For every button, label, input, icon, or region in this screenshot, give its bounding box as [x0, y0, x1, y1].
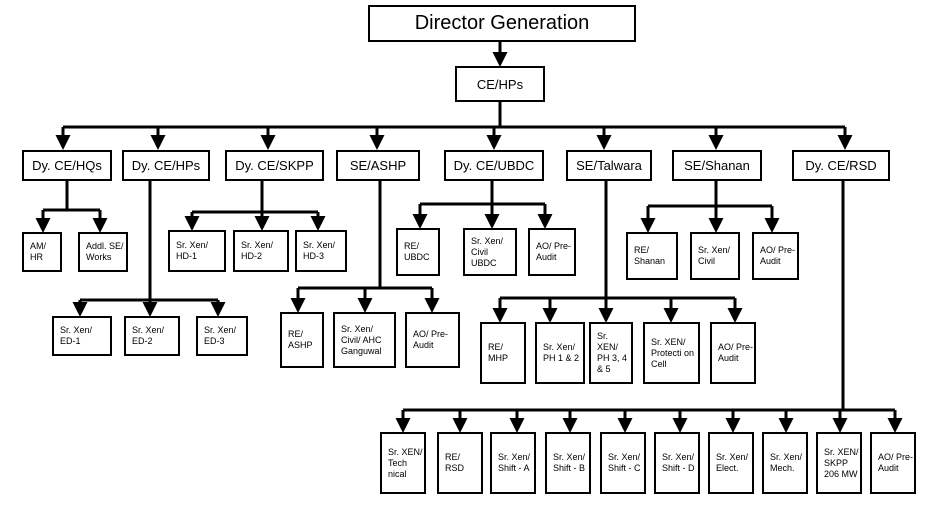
unit-sr-xen-technical: Sr. XEN/ Tech nical: [380, 432, 426, 494]
unit-am-hr: AM/ HR: [22, 232, 62, 272]
unit-re-mhp: RE/ MHP: [480, 322, 526, 384]
unit-ao-pre-audit-shanan: AO/ Pre- Audit: [752, 232, 799, 280]
unit-sr-xen-ph-1-2: Sr. Xen/ PH 1 & 2: [535, 322, 585, 384]
unit-sr-xen-hd-1: Sr. Xen/ HD-1: [168, 230, 226, 272]
division-se-talwara: SE/Talwara: [566, 150, 652, 181]
unit-sr-xen-ed-2: Sr. Xen/ ED-2: [124, 316, 180, 356]
unit-re-shanan: RE/ Shanan: [626, 232, 678, 280]
unit-ao-pre-audit-ashp: AO/ Pre- Audit: [405, 312, 460, 368]
unit-sr-xen-ed-1: Sr. Xen/ ED-1: [52, 316, 112, 356]
unit-sr-xen-civil-ahc-ganguwal: Sr. Xen/ Civil/ AHC Ganguwal: [333, 312, 396, 368]
unit-re-rsd: RE/ RSD: [437, 432, 483, 494]
unit-sr-xen-ph-3-4-5: Sr. XEN/ PH 3, 4 & 5: [589, 322, 633, 384]
unit-ao-pre-audit-rsd: AO/ Pre- Audit: [870, 432, 916, 494]
unit-sr-xen-elect: Sr. Xen/ Elect.: [708, 432, 754, 494]
unit-sr-xen-shift-d: Sr. Xen/ Shift - D: [654, 432, 700, 494]
unit-sr-xen-mech: Sr. Xen/ Mech.: [762, 432, 808, 494]
division-se-shanan: SE/Shanan: [672, 150, 762, 181]
unit-sr-xen-protection-cell: Sr. XEN/ Protecti on Cell: [643, 322, 700, 384]
unit-ao-pre-audit-talwara: AO/ Pre- Audit: [710, 322, 756, 384]
division-dy-ce-skpp: Dy. CE/SKPP: [225, 150, 324, 181]
unit-ao-pre-audit-ubdc: AO/ Pre- Audit: [528, 228, 576, 276]
division-dy-ce-hps: Dy. CE/HPs: [122, 150, 210, 181]
unit-re-ubdc: RE/ UBDC: [396, 228, 440, 276]
director-generation-box: Director Generation: [368, 5, 636, 42]
division-dy-ce-rsd: Dy. CE/RSD: [792, 150, 890, 181]
unit-sr-xen-skpp-206-mw: Sr. XEN/ SKPP 206 MW: [816, 432, 862, 494]
unit-sr-xen-hd-2: Sr. Xen/ HD-2: [233, 230, 289, 272]
unit-sr-xen-hd-3: Sr. Xen/ HD-3: [295, 230, 347, 272]
unit-sr-xen-civil-shanan: Sr. Xen/ Civil: [690, 232, 740, 280]
unit-sr-xen-shift-c: Sr. Xen/ Shift - C: [600, 432, 646, 494]
unit-sr-xen-ed-3: Sr. Xen/ ED-3: [196, 316, 248, 356]
division-se-ashp: SE/ASHP: [336, 150, 420, 181]
unit-sr-xen-shift-a: Sr. Xen/ Shift - A: [490, 432, 536, 494]
connectors: [35, 42, 903, 433]
unit-addl-se-works: Addl. SE/ Works: [78, 232, 128, 272]
unit-sr-xen-shift-b: Sr. Xen/ Shift - B: [545, 432, 591, 494]
ce-hps-box: CE/HPs: [455, 66, 545, 102]
division-dy-ce-ubdc: Dy. CE/UBDC: [444, 150, 544, 181]
unit-sr-xen-civil-ubdc: Sr. Xen/ Civil UBDC: [463, 228, 517, 276]
unit-re-ashp: RE/ ASHP: [280, 312, 324, 368]
division-dy-ce-hqs: Dy. CE/HQs: [22, 150, 112, 181]
